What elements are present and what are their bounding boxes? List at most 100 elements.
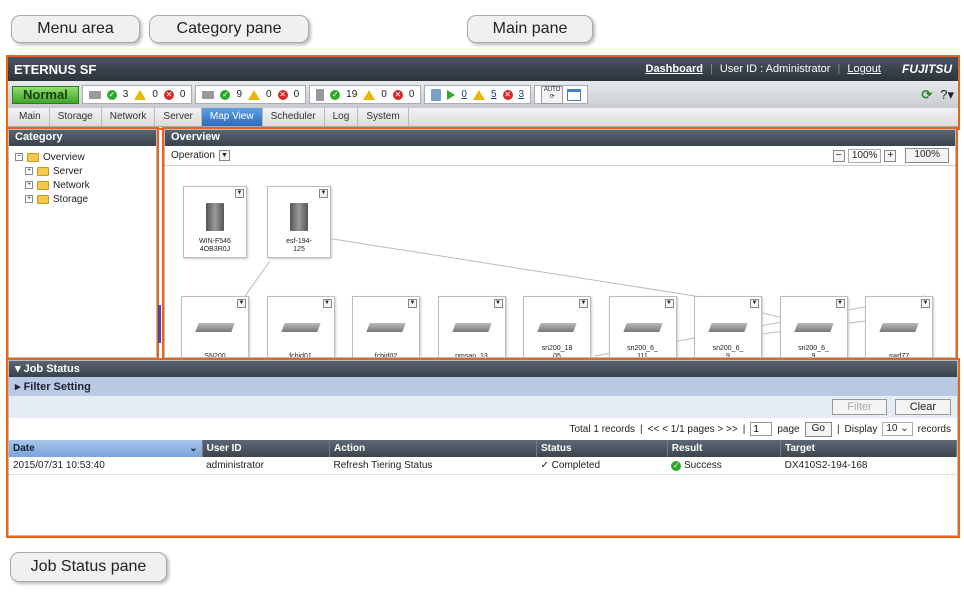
node-menu-icon[interactable]: ▼ xyxy=(408,299,417,308)
error-icon: ✕ xyxy=(392,89,403,100)
node-menu-icon[interactable]: ▼ xyxy=(664,299,674,308)
ok-icon: ✓ xyxy=(220,89,231,100)
operation-dropdown-icon[interactable]: ▼ xyxy=(218,150,230,161)
switch-node[interactable]: ▼ sn200_6_9 xyxy=(779,296,848,358)
display-count-select[interactable]: 10 ⌄ xyxy=(882,422,913,436)
tab-network[interactable]: Network xyxy=(102,108,156,126)
column-label: Date xyxy=(13,443,35,454)
auto-refresh-button[interactable]: AUTO⟳ xyxy=(541,85,564,104)
storage-err-count: 0 xyxy=(408,89,415,100)
ok-icon: ✓ xyxy=(330,89,341,100)
server-node[interactable]: ▼esf-194-125 xyxy=(267,186,331,258)
tab-main[interactable]: Main xyxy=(11,108,50,126)
event-warn-count[interactable]: 5 xyxy=(490,89,497,100)
warning-icon xyxy=(248,89,261,100)
node-menu-icon[interactable]: ▼ xyxy=(235,189,244,198)
server-icon xyxy=(290,203,308,231)
expand-icon[interactable]: + xyxy=(25,195,33,203)
node-menu-icon[interactable]: ▼ xyxy=(579,299,588,308)
node-label: sn200_6_9 xyxy=(712,345,744,358)
node-menu-icon[interactable]: ▼ xyxy=(835,299,845,308)
clear-button[interactable]: Clear xyxy=(894,399,951,415)
node-label: sn200_6_9 xyxy=(798,345,829,358)
expand-icon[interactable]: + xyxy=(25,167,33,175)
job-status-header[interactable]: ▾ Job Status xyxy=(9,361,957,377)
storage-warn-count: 0 xyxy=(381,89,387,100)
expand-icon[interactable]: + xyxy=(25,181,33,189)
switch-node[interactable]: ▼ sn200_6_9 xyxy=(694,296,762,358)
tab-log[interactable]: Log xyxy=(325,108,359,126)
table-cell: DX410S2-194-168 xyxy=(780,457,957,475)
running-icon xyxy=(447,89,456,100)
switch-node[interactable]: ▼sn200_6_111 xyxy=(608,296,677,357)
sort-icon[interactable]: ⌄ xyxy=(189,443,198,454)
zoom-in-button[interactable]: + xyxy=(884,149,897,162)
switch-node[interactable]: ▼SN200 xyxy=(181,296,249,357)
column-header-user-id[interactable]: User ID xyxy=(202,440,331,457)
tab-server[interactable]: Server xyxy=(155,108,202,126)
event-err-count[interactable]: 3 xyxy=(518,89,525,100)
tree-item-server[interactable]: + Server xyxy=(15,164,150,178)
zoom-value[interactable]: 100% xyxy=(847,148,882,163)
folder-icon xyxy=(37,166,49,176)
switch-node[interactable]: ▼fcbid01 xyxy=(266,296,335,357)
node-menu-icon[interactable]: ▼ xyxy=(750,299,759,308)
server-icon xyxy=(206,203,224,231)
server-status-group[interactable]: ✓3 0 ✕0 xyxy=(81,85,193,104)
tree-item-overview[interactable]: − Overview xyxy=(15,150,150,164)
node-menu-icon[interactable]: ▼ xyxy=(493,299,503,308)
collapse-icon[interactable]: − xyxy=(15,153,23,161)
column-header-date[interactable]: Date ⌄ xyxy=(9,440,203,457)
page-navigation[interactable]: << < 1/1 pages > >> xyxy=(647,423,738,435)
running-count[interactable]: 0 xyxy=(461,89,467,100)
dashboard-link[interactable]: Dashboard xyxy=(645,63,703,75)
event-status-group[interactable]: 0 5 ✕3 xyxy=(424,85,532,104)
go-button[interactable]: Go xyxy=(804,421,832,437)
tab-map-view[interactable]: Map View xyxy=(201,108,263,126)
node-menu-icon[interactable]: ▼ xyxy=(322,299,332,308)
tree-item-storage[interactable]: +Storage xyxy=(15,192,150,206)
switch-node[interactable]: ▼nmsan_13 xyxy=(437,296,506,357)
tab-scheduler[interactable]: Scheduler xyxy=(263,108,325,126)
zoom-out-button[interactable]: − xyxy=(832,149,845,162)
callout-category-pane: Category pane xyxy=(149,15,309,43)
switch-icon xyxy=(879,323,919,332)
main-pane: Overview Operation ▼ − 100% + 100% ▼WIN-… xyxy=(164,129,956,358)
node-menu-icon[interactable]: ▼ xyxy=(921,299,930,308)
logout-link[interactable]: Logout xyxy=(847,63,881,75)
refresh-icon[interactable]: ⟳ xyxy=(921,86,933,102)
ok-icon: ✓ xyxy=(106,89,117,100)
warning-icon xyxy=(363,89,376,100)
column-header-result[interactable]: Result xyxy=(667,440,782,457)
column-header-action[interactable]: Action xyxy=(329,440,537,457)
node-menu-icon[interactable]: ▼ xyxy=(237,299,246,308)
zoom-reset-button[interactable]: 100% xyxy=(905,148,949,163)
switch-node[interactable]: ▼swd77 xyxy=(865,296,933,357)
pager: Total 1 records | << < 1/1 pages > >> | … xyxy=(9,418,957,440)
tree-item-network[interactable]: +Network xyxy=(15,178,150,192)
filter-setting-toggle[interactable]: ▸ Filter Setting xyxy=(9,377,957,396)
tree-label: Server xyxy=(53,165,83,177)
total-records: Total 1 records xyxy=(569,423,636,435)
error-icon: ✕ xyxy=(277,89,288,100)
pane-splitter[interactable] xyxy=(158,305,161,343)
overall-status-button[interactable]: Normal xyxy=(12,85,79,104)
tab-storage[interactable]: Storage xyxy=(50,108,102,126)
filter-button[interactable]: Filter xyxy=(832,399,887,415)
storage-status-group[interactable]: ✓19 0 ✕0 xyxy=(309,85,422,104)
page-input[interactable] xyxy=(750,422,773,436)
node-menu-icon[interactable]: ▼ xyxy=(319,189,328,198)
column-header-target[interactable]: Target xyxy=(780,440,957,457)
column-header-status[interactable]: Status xyxy=(536,440,668,457)
switch-node[interactable]: ▼fcbid02 xyxy=(352,296,420,357)
title-bar: ETERNUS SF Dashboard | User ID : Adminis… xyxy=(8,57,958,81)
help-icon[interactable]: ?▾ xyxy=(940,86,954,102)
cell-text: 2015/07/31 10:53:40 xyxy=(13,460,105,471)
switch-status-group[interactable]: ✓9 0 ✕0 xyxy=(195,85,307,104)
tab-system[interactable]: System xyxy=(358,108,409,126)
calendar-icon[interactable] xyxy=(567,88,582,101)
